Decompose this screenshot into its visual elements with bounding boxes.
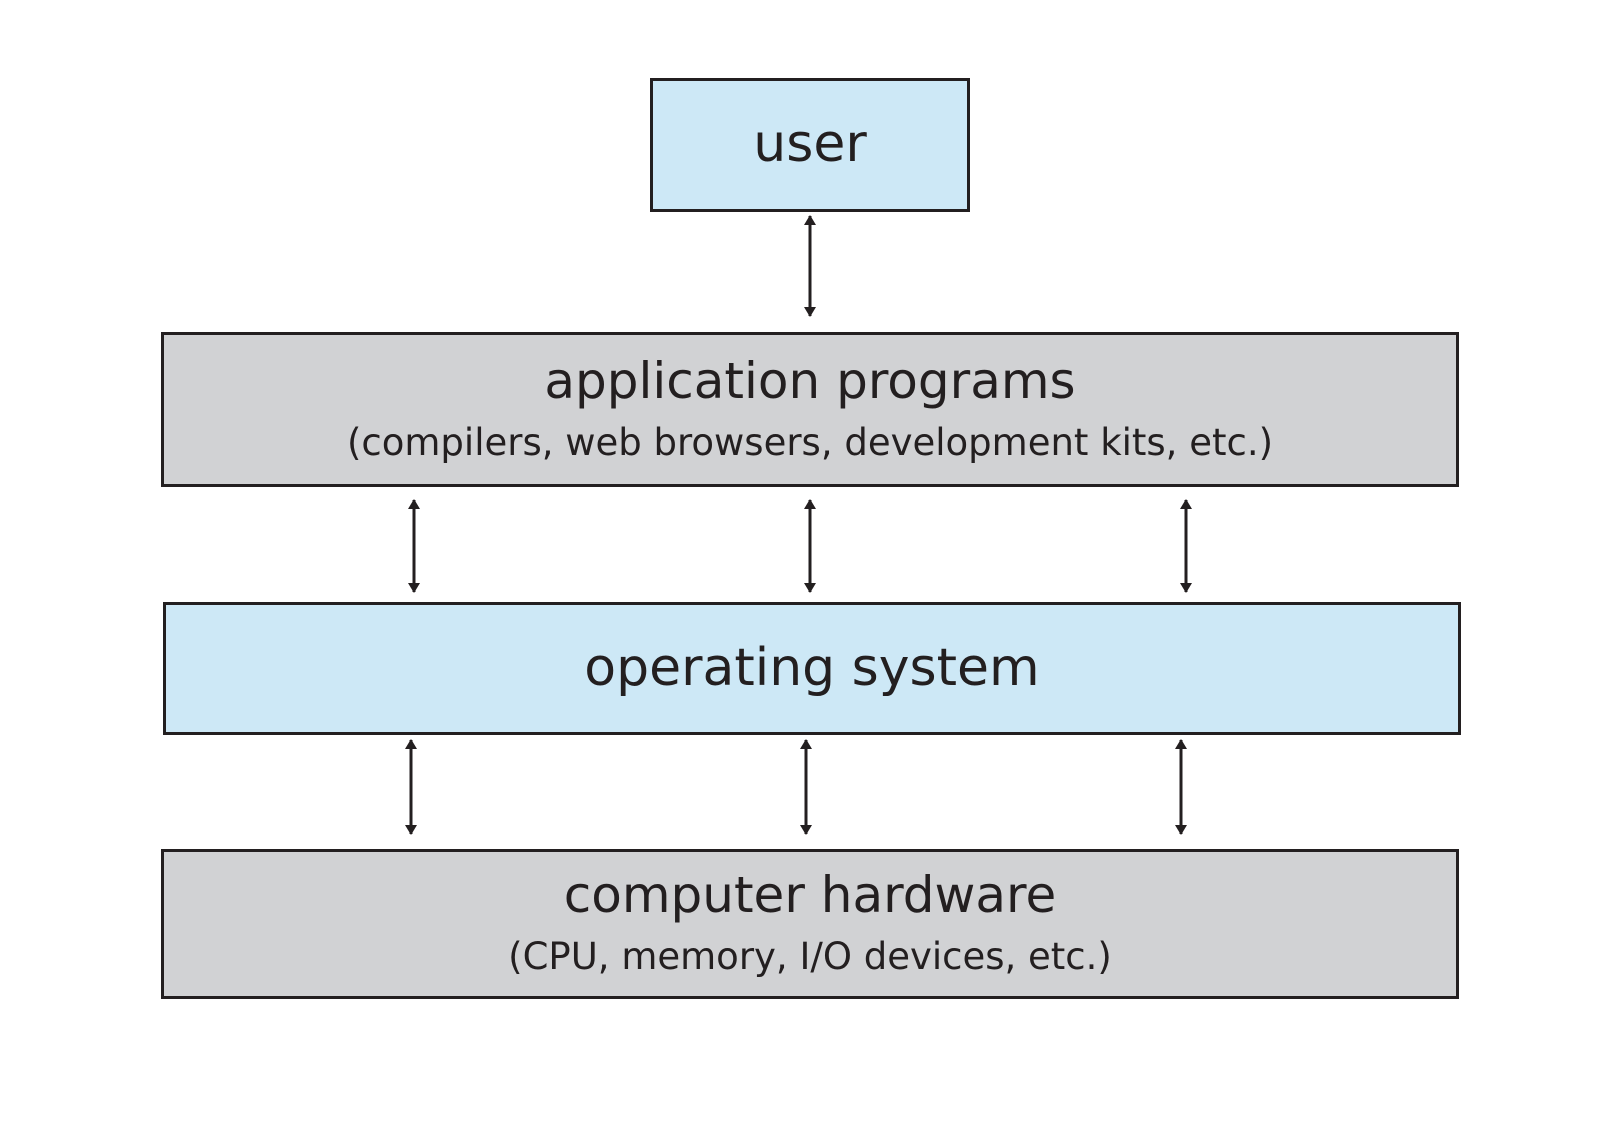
- application-programs-label: application programs: [544, 351, 1076, 410]
- application-programs-layer-box: application programs (compilers, web bro…: [161, 332, 1459, 487]
- computer-hardware-detail: (CPU, memory, I/O devices, etc.): [508, 935, 1112, 979]
- operating-system-layer-box: operating system: [163, 602, 1461, 735]
- application-programs-detail: (compilers, web browsers, development ki…: [346, 420, 1274, 464]
- user-layer-box: user: [650, 78, 970, 212]
- user-layer-label: user: [753, 114, 867, 175]
- computer-hardware-label: computer hardware: [563, 866, 1057, 925]
- operating-system-label: operating system: [584, 637, 1040, 698]
- computer-hardware-layer-box: computer hardware (CPU, memory, I/O devi…: [161, 849, 1459, 999]
